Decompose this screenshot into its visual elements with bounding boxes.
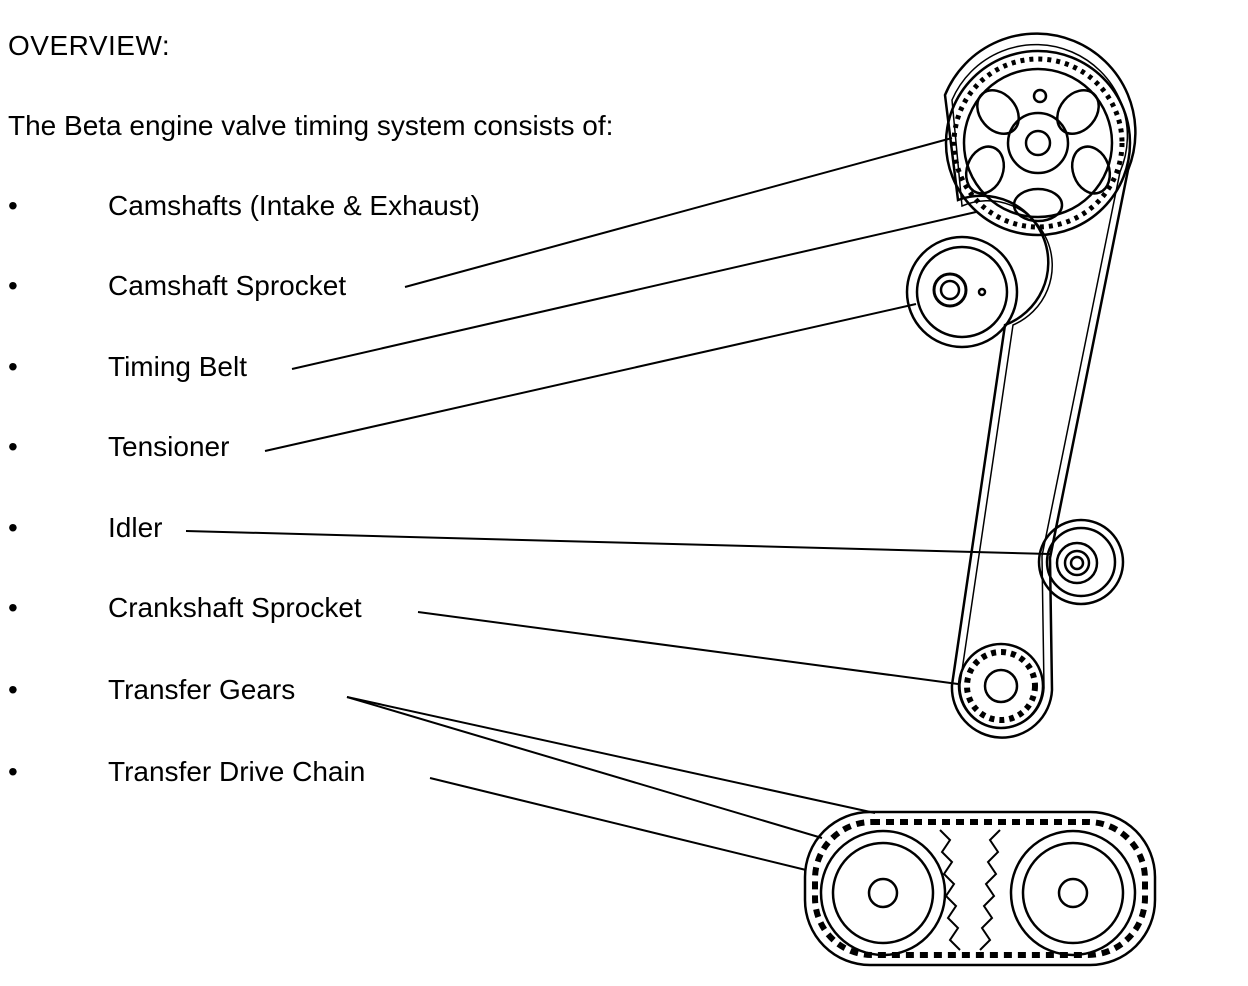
tensioner-rim — [915, 245, 1009, 339]
camshaft-hub — [1006, 111, 1070, 175]
transfer-drive-chain — [803, 810, 1157, 967]
leader-lines — [185, 137, 1051, 871]
tensioner-outer — [905, 235, 1019, 349]
bullet: • — [8, 592, 18, 623]
idler-hub — [1055, 541, 1099, 585]
tensioner-pin — [977, 287, 987, 297]
transfer-gear-left-rim — [831, 841, 935, 945]
bullet: • — [8, 674, 18, 705]
timing-belt — [943, 32, 1137, 739]
list-item-label: Transfer Drive Chain — [108, 756, 366, 787]
bullet: • — [8, 190, 18, 221]
crankshaft-sprocket-outer — [957, 642, 1045, 730]
bullet: • — [8, 431, 18, 462]
list-item-label: Timing Belt — [108, 351, 248, 382]
sprocket-window — [1070, 145, 1112, 195]
sprocket-window — [1056, 89, 1100, 135]
intro-text: The Beta engine valve timing system cons… — [8, 110, 614, 141]
leader-line-crankshaft-sprocket — [417, 611, 959, 685]
bullet: • — [8, 512, 18, 543]
list-item-label: Camshaft Sprocket — [108, 270, 347, 301]
bullet: • — [8, 270, 18, 301]
leader-line-tensioner — [264, 303, 917, 452]
transfer-gear-right-rim — [1021, 841, 1125, 945]
list-item-label: Transfer Gears — [108, 674, 296, 705]
tensioner-bore — [939, 279, 961, 301]
camshaft-sprocket — [944, 49, 1132, 237]
transfer-gear-left-outer — [819, 829, 947, 957]
camshaft-sprocket-outer — [944, 49, 1132, 237]
sprocket-window — [964, 145, 1006, 195]
idler — [1037, 518, 1125, 606]
transfer-gear-left-hub — [867, 877, 899, 909]
camshaft-sprocket-rim — [962, 67, 1114, 219]
transfer-gears — [819, 829, 1137, 957]
camshaft-sprocket-teeth — [951, 56, 1125, 230]
transfer-chain-outline — [803, 810, 1157, 967]
crankshaft-bore — [983, 668, 1019, 704]
crankshaft-sprocket-teeth — [964, 649, 1038, 723]
idler-bore — [1063, 549, 1091, 577]
transfer-chain-links — [812, 819, 1148, 958]
list-item-label: Crankshaft Sprocket — [108, 592, 362, 623]
bullet: • — [8, 351, 18, 382]
leader-line-transfer-gears-a — [346, 696, 876, 814]
leader-line-camshaft-sprocket — [404, 137, 953, 288]
list-item-label: Tensioner — [108, 431, 230, 462]
timing-belt-outline — [943, 32, 1137, 739]
overview-heading: OVERVIEW: — [8, 30, 171, 61]
tensioner — [905, 235, 1019, 349]
transfer-gear-teeth-right — [979, 829, 1001, 951]
leader-line-transfer-gears-b — [346, 696, 823, 839]
leader-line-idler — [185, 530, 1051, 555]
sprocket-window — [976, 89, 1020, 135]
bullet: • — [8, 756, 18, 787]
leader-line-timing-belt — [291, 211, 977, 370]
leader-line-transfer-drive-chain — [429, 777, 807, 871]
list-item-label: Idler — [108, 512, 163, 543]
idler-rim — [1045, 526, 1117, 598]
tensioner-hub — [932, 272, 968, 308]
transfer-gear-right-hub — [1057, 877, 1089, 909]
timing-belt-inner — [951, 43, 1129, 729]
transfer-gear-right-outer — [1009, 829, 1137, 957]
camshaft-pin — [1032, 88, 1048, 104]
transfer-gear-teeth-left — [939, 829, 961, 951]
sprocket-window — [1012, 187, 1064, 223]
crankshaft-sprocket — [957, 642, 1045, 730]
idler-center — [1069, 555, 1085, 571]
list-item-label: Camshafts (Intake & Exhaust) — [108, 190, 480, 221]
camshaft-bore — [1024, 129, 1052, 157]
idler-outer — [1037, 518, 1125, 606]
